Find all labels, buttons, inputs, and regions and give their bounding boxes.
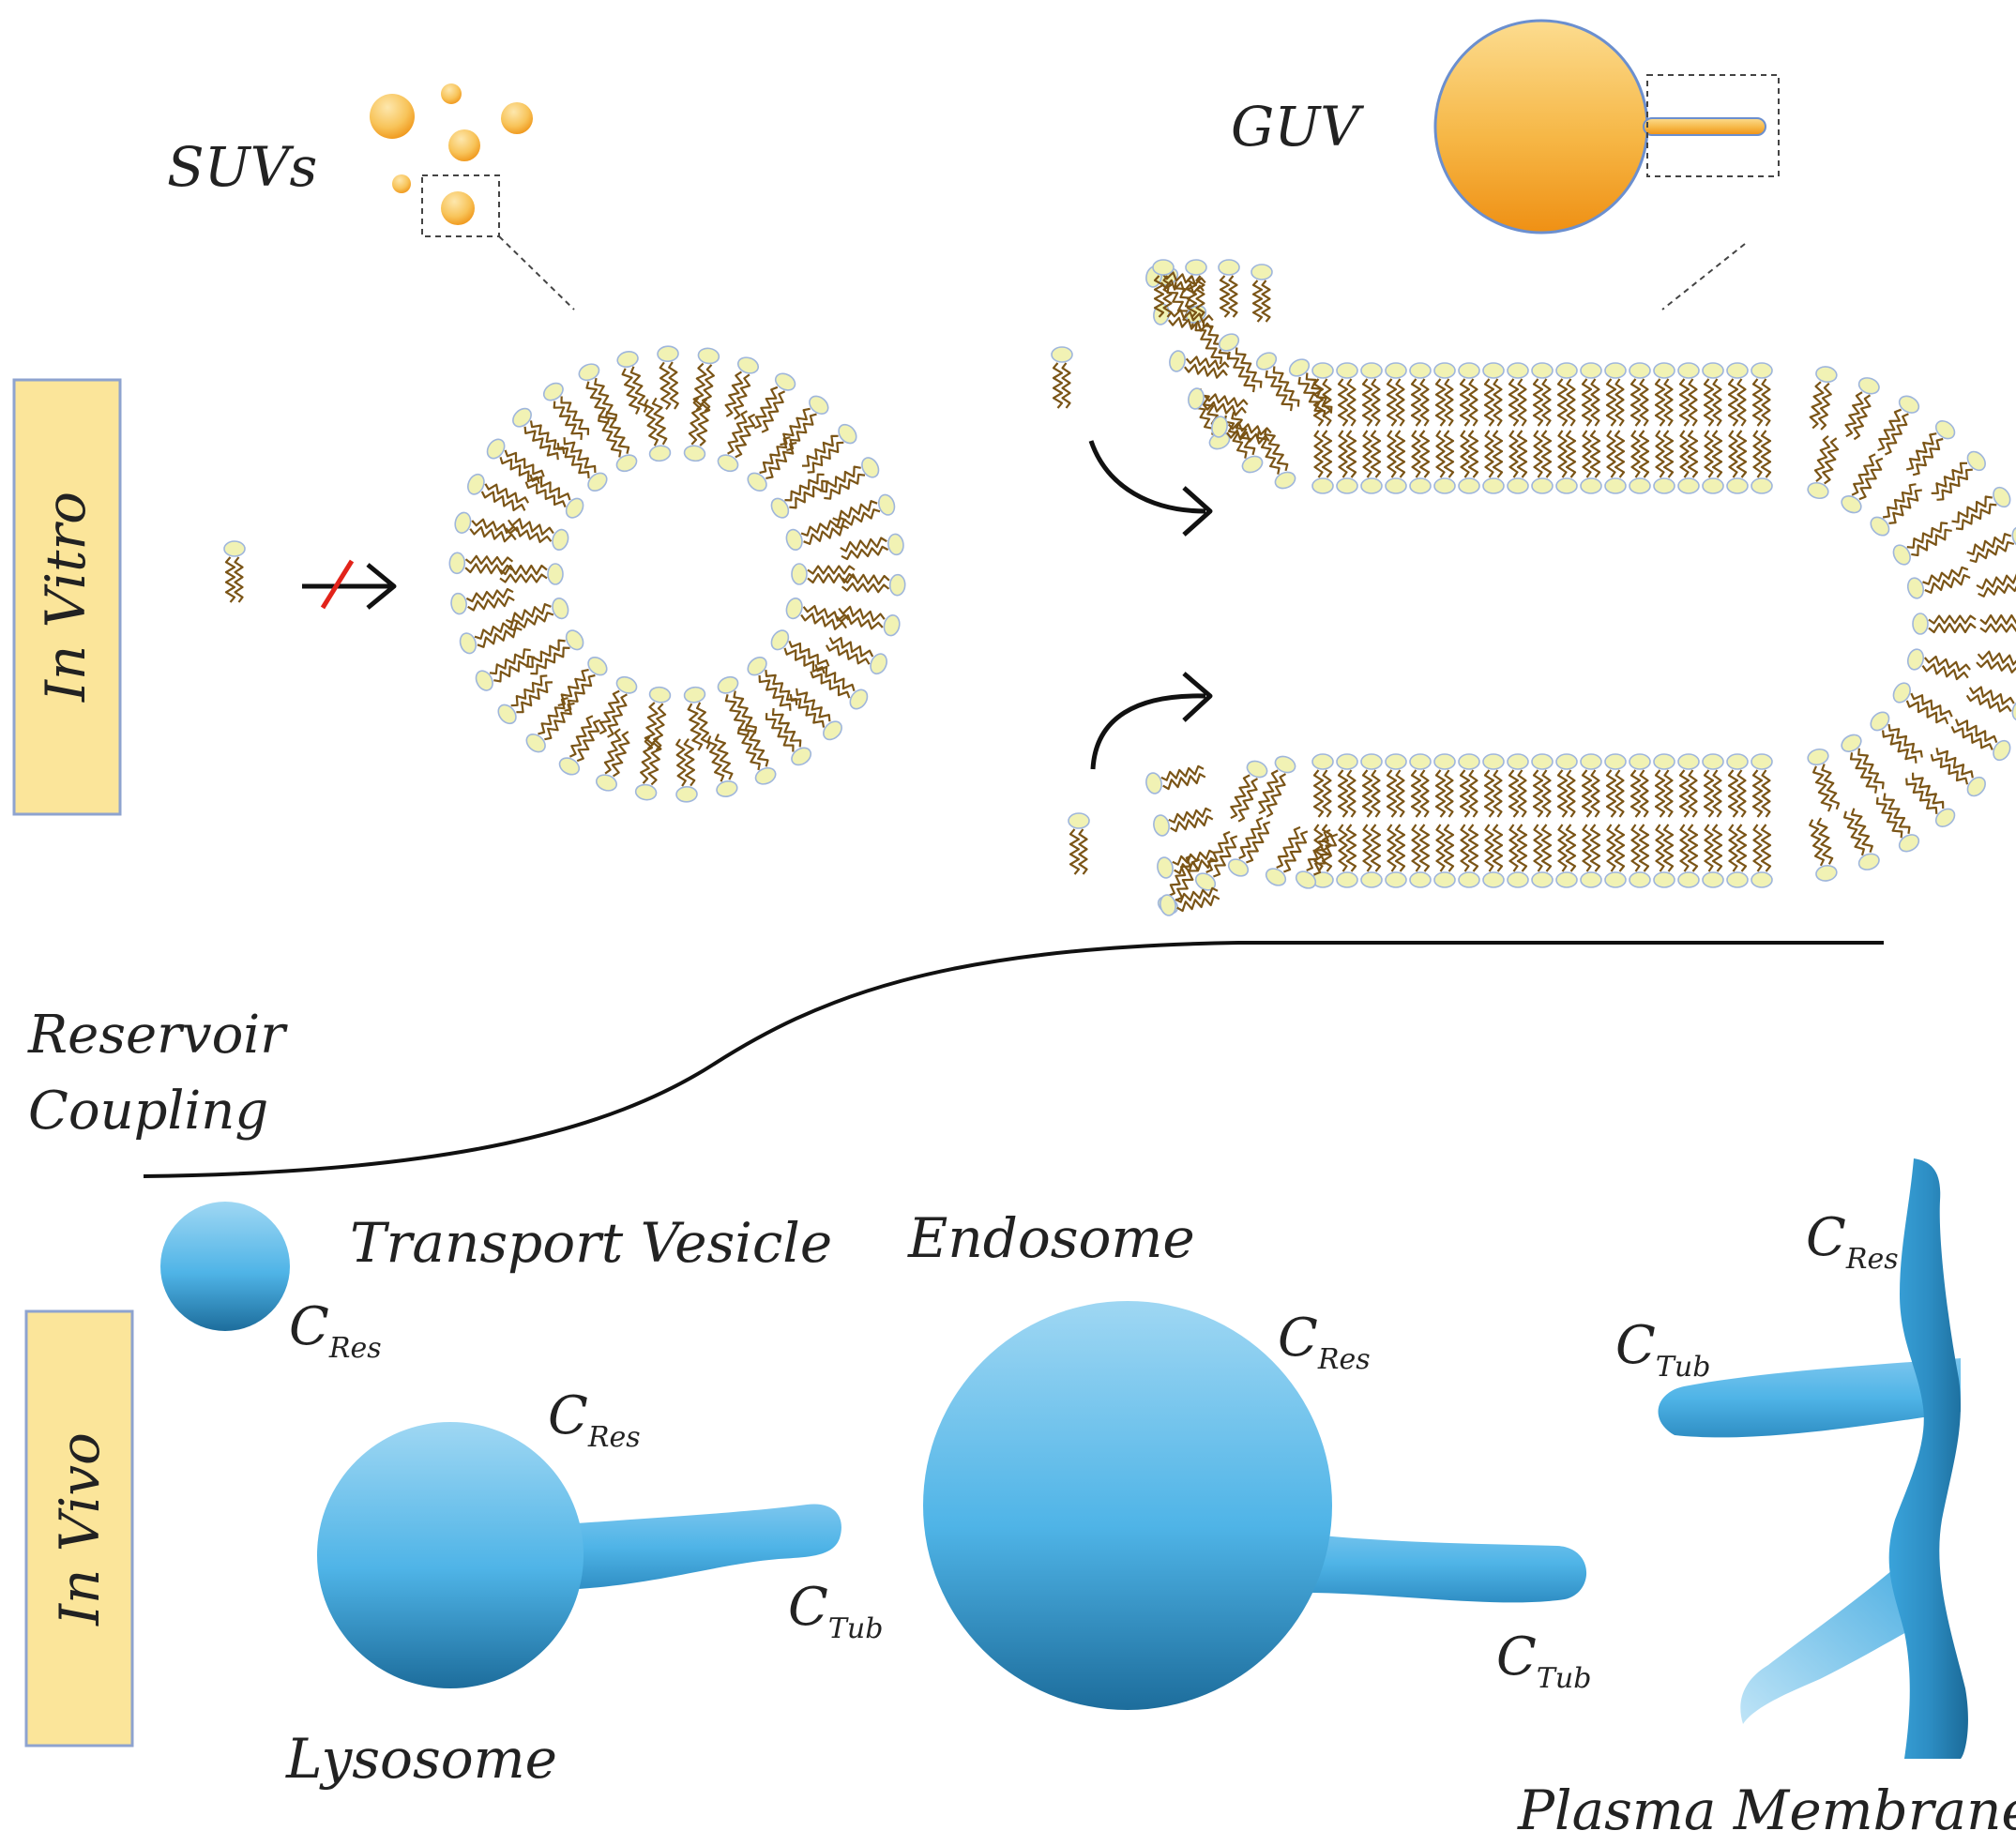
lysosome: CRes CTub Lysosome bbox=[285, 1385, 883, 1791]
suv-zoom-box bbox=[421, 174, 500, 237]
endosome: Endosome CRes CTub bbox=[907, 1206, 1591, 1710]
endosome-body bbox=[923, 1301, 1332, 1710]
blocked-mark bbox=[320, 559, 355, 610]
suvs-cluster: SUVs bbox=[167, 83, 575, 310]
transport-vesicle: Transport Vesicle CRes bbox=[160, 1202, 832, 1365]
lysosome-c-res: CRes bbox=[548, 1385, 641, 1454]
endosome-c-tub: CTub bbox=[1496, 1627, 1591, 1695]
in-vivo-side-label-box bbox=[24, 1309, 134, 1748]
free-lipid-tubule-upper bbox=[1051, 346, 1073, 409]
in-vitro-side-label-box bbox=[12, 378, 122, 816]
suv-vesicle bbox=[501, 102, 533, 134]
lysosome-tubule bbox=[563, 1504, 841, 1590]
transport-vesicle-body bbox=[160, 1202, 290, 1331]
lysosome-body bbox=[317, 1422, 584, 1688]
transport-vesicle-label: Transport Vesicle bbox=[350, 1211, 832, 1275]
endosome-c-res: CRes bbox=[1278, 1308, 1371, 1376]
plasma-membrane: CRes CTub Plasma Membrane bbox=[1517, 1158, 2016, 1842]
suv-vesicle bbox=[392, 174, 411, 193]
guv-vesicle bbox=[1433, 19, 1649, 235]
lysosome-c-tub: CTub bbox=[788, 1577, 883, 1645]
suv-vesicle bbox=[448, 129, 480, 161]
transport-vesicle-c-res: CRes bbox=[289, 1296, 382, 1365]
in-vivo-side-label: In Vivo bbox=[48, 1432, 112, 1627]
guv-tubule bbox=[1643, 117, 1766, 136]
plasma-membrane-label: Plasma Membrane bbox=[1517, 1778, 2016, 1842]
guv-zoom-box bbox=[1646, 74, 1780, 177]
in-vivo-panel: In Vivo bbox=[24, 1309, 134, 1748]
suvs-label: SUVs bbox=[167, 135, 317, 199]
plasma-membrane-lower-tubule bbox=[1740, 1543, 1942, 1724]
endosome-label: Endosome bbox=[907, 1206, 1195, 1270]
plasma-membrane-c-tub: CTub bbox=[1615, 1315, 1710, 1384]
insertion-arrow-lower bbox=[1090, 672, 1213, 770]
suv-vesicle bbox=[441, 83, 462, 104]
free-lipid-suv bbox=[223, 540, 246, 603]
blocked-insertion-arrow bbox=[302, 559, 397, 610]
in-vitro-panel: In Vitro bbox=[12, 378, 122, 816]
guv-tubule-bilayer-cross-section bbox=[1145, 259, 2016, 916]
reservoir-label-line2: Coupling bbox=[28, 1081, 268, 1142]
lysosome-label: Lysosome bbox=[285, 1727, 557, 1791]
guv-zoom-line bbox=[1661, 243, 1746, 310]
plasma-membrane-sheet bbox=[1888, 1158, 1968, 1759]
guv-label: GUV bbox=[1231, 95, 1364, 159]
suv-bilayer-cross-section bbox=[448, 345, 906, 803]
suv-zoom-line bbox=[498, 235, 575, 310]
reservoir-label-line1: Reservoir bbox=[27, 1005, 288, 1066]
plasma-membrane-upper-tubule bbox=[1658, 1358, 1961, 1438]
plasma-membrane-c-res: CRes bbox=[1806, 1207, 1899, 1276]
free-lipid-tubule-lower bbox=[1068, 812, 1090, 875]
in-vitro-side-label: In Vitro bbox=[34, 492, 98, 703]
suv-vesicle bbox=[370, 94, 415, 139]
divider-curve bbox=[143, 941, 1884, 1178]
reservoir-coupling-divider: Reservoir Coupling bbox=[27, 941, 1884, 1178]
insertion-arrow-upper bbox=[1088, 440, 1213, 537]
suv-vesicle bbox=[441, 191, 475, 225]
guv: GUV bbox=[1231, 19, 1780, 310]
